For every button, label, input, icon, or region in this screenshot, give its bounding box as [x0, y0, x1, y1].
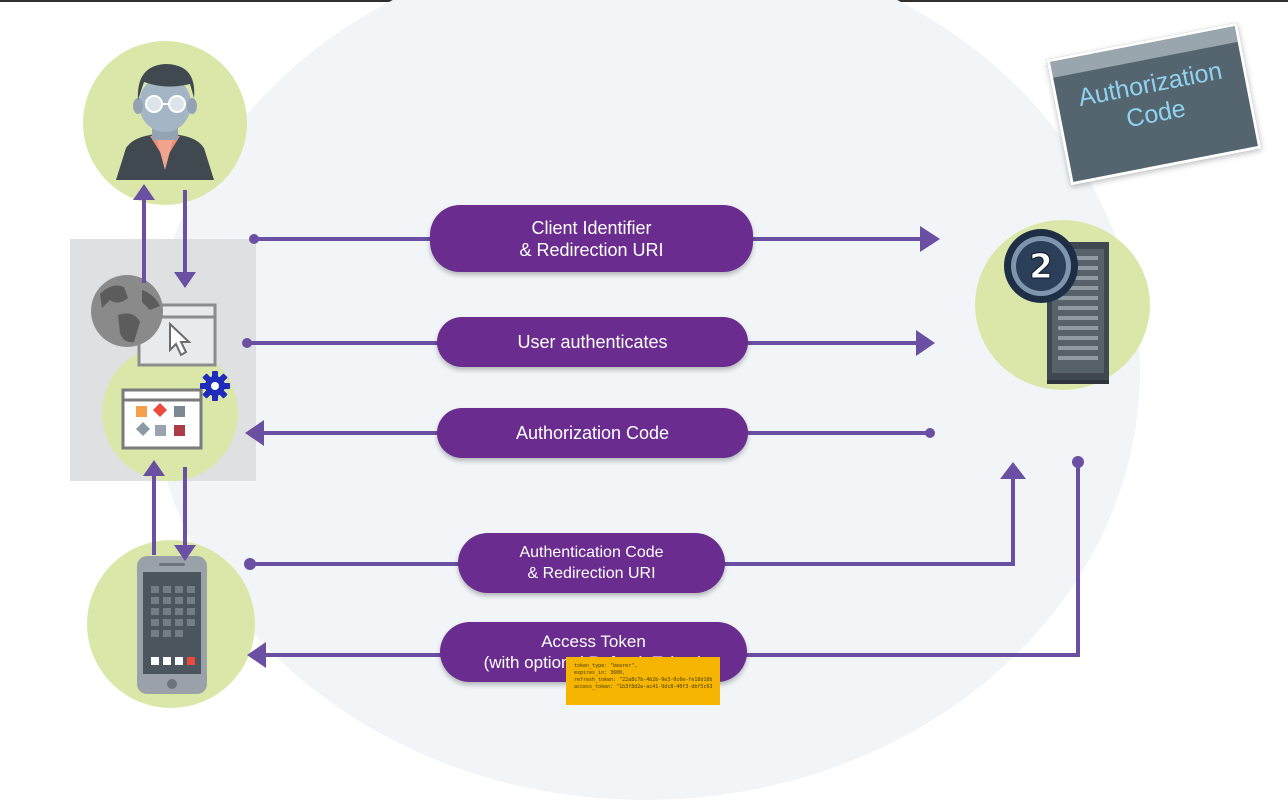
step-line-1: Client Identifier	[531, 217, 652, 238]
arrow-heads	[133, 184, 1026, 668]
globe-icon	[91, 275, 163, 347]
token-line: access_token: "1b3f8d2e-ac41-9dc8-40f3-d…	[574, 684, 712, 690]
cursor-icon	[169, 321, 192, 357]
token-line: expires_in: 3600,	[574, 670, 626, 676]
step-authentication-code: Authentication Code & Redirection URI	[458, 533, 725, 593]
step-line-1: User authenticates	[517, 332, 668, 352]
mobile-phone-icon	[137, 556, 207, 694]
token-line: refresh_token: "22a8c7b-4b2b-9e3-0c6e-fe…	[574, 677, 712, 683]
oauth2-badge-icon: 2	[1004, 229, 1078, 303]
step-authorization-code: Authorization Code	[437, 408, 748, 458]
step-line-1: Access Token	[541, 632, 646, 651]
step-line-2: & Redirection URI	[527, 565, 656, 582]
step-user-authenticates: User authenticates	[437, 317, 748, 367]
step-line-1: Authentication Code	[519, 544, 664, 561]
user-avatar-icon	[116, 64, 214, 180]
step-line-1: Authorization Code	[515, 423, 670, 443]
web-app-icon	[121, 388, 203, 450]
step-line-2: & Redirection URI	[519, 239, 664, 260]
token-response-note: token_type: "bearer", expires_in: 3600, …	[566, 657, 720, 705]
gear-icon	[200, 371, 230, 401]
svg-text:2: 2	[1029, 247, 1053, 287]
token-line: token_type: "bearer",	[574, 663, 638, 669]
arrow-dots	[242, 234, 1084, 570]
step-client-identifier: Client Identifier& Redirection URI	[430, 205, 753, 272]
